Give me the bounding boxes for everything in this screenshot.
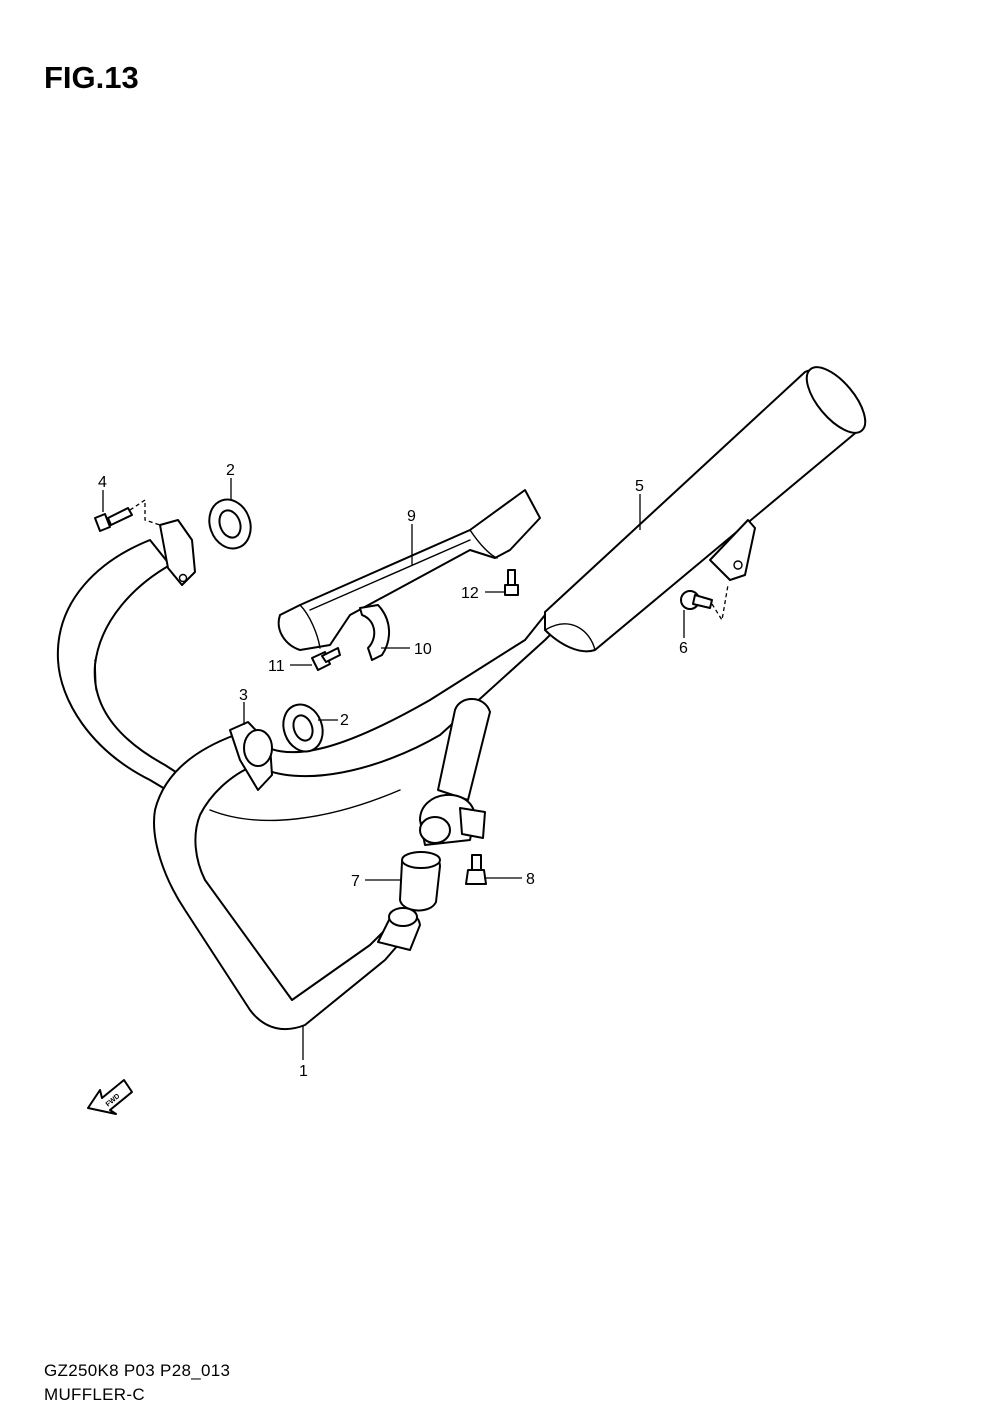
callout-4: 4	[98, 474, 107, 491]
callout-5: 5	[635, 478, 644, 495]
bolt-6	[680, 584, 729, 622]
forward-arrow-icon: FWD	[87, 1079, 133, 1115]
callout-10: 10	[414, 641, 432, 658]
callout-12: 12	[461, 585, 479, 602]
callout-2-upper: 2	[226, 462, 235, 479]
callout-8: 8	[526, 871, 535, 888]
bolt-11	[311, 647, 341, 671]
figure-title: FIG.13	[44, 60, 139, 95]
exhaust-pipe-rear	[153, 614, 561, 1031]
gasket-upper	[208, 498, 252, 550]
callout-2-lower: 2	[340, 712, 349, 729]
heat-shield	[277, 489, 541, 651]
diagram-name: MUFFLER-C	[44, 1385, 145, 1404]
heat-shield-clamp	[359, 604, 390, 661]
leader-lines	[102, 478, 685, 1060]
gasket-sleeve	[399, 851, 441, 912]
callout-11: 11	[268, 658, 285, 675]
flange-upper	[159, 519, 196, 586]
gasket-lower	[282, 703, 324, 753]
bolt-8	[465, 854, 487, 885]
callout-6: 6	[679, 640, 688, 657]
exhaust-pipe-front	[56, 539, 186, 793]
callout-3: 3	[239, 687, 248, 704]
diagram-code: GZ250K8 P03 P28_013	[44, 1361, 231, 1380]
muffler	[544, 366, 867, 653]
pipe-end	[377, 907, 421, 951]
pipe-connector	[419, 698, 491, 846]
callout-7: 7	[351, 873, 360, 890]
callout-9: 9	[407, 508, 416, 525]
callout-1: 1	[299, 1063, 308, 1080]
bolt-12	[504, 569, 519, 596]
flange-lower	[229, 721, 273, 791]
stud-bolt	[94, 498, 161, 532]
